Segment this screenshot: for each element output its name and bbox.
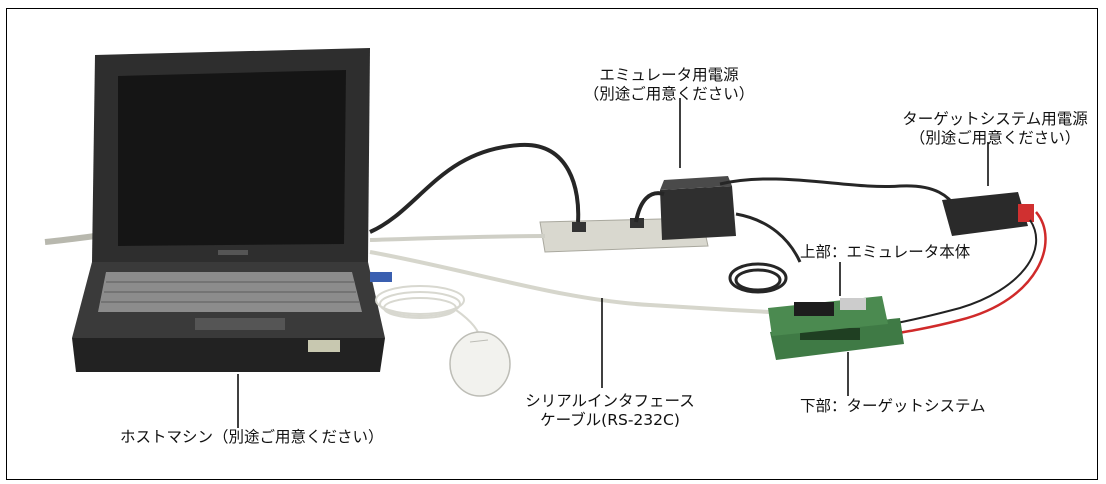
left-cable (44, 233, 96, 245)
red-wire (879, 211, 1047, 338)
target-power-label-line2: （別途ご用意ください） (909, 129, 1081, 147)
diagram-frame (6, 8, 1098, 480)
serial-cable-label-line1: シリアルインタフェース (525, 392, 695, 410)
serial-cable (369, 250, 771, 314)
target-system-label: 下部：ターゲットシステム (800, 397, 986, 415)
mouse (449, 331, 511, 397)
laptop (72, 48, 385, 372)
pointer-lines (237, 98, 989, 428)
emulator-power-adapter (660, 176, 736, 240)
black-wire (879, 219, 1038, 327)
serial-cable-label: シリアルインタフェース ケーブル(RS-232C) (520, 392, 700, 430)
serial-cable-label-line2: ケーブル(RS-232C) (540, 411, 680, 429)
emulator-board (768, 296, 888, 336)
host-machine-label: ホストマシン（別途ご用意ください） (120, 428, 384, 446)
coiled-cable (728, 262, 788, 294)
mouse-cable (375, 285, 481, 341)
emulator-power-label: エミュレータ用電源 （別途ご用意ください） (574, 66, 764, 104)
emulator-power-cable (369, 142, 581, 234)
target-power-label: ターゲットシステム用電源 （別途ご用意ください） (890, 110, 1100, 148)
emulator-power-label-line2: （別途ご用意ください） (583, 85, 755, 103)
target-power-adapter (942, 192, 1034, 236)
target-power-label-line1: ターゲットシステム用電源 (902, 110, 1088, 128)
emulator-body-label: 上部：エミュレータ本体 (800, 243, 971, 261)
emulator-power-label-line1: エミュレータ用電源 (599, 66, 739, 84)
